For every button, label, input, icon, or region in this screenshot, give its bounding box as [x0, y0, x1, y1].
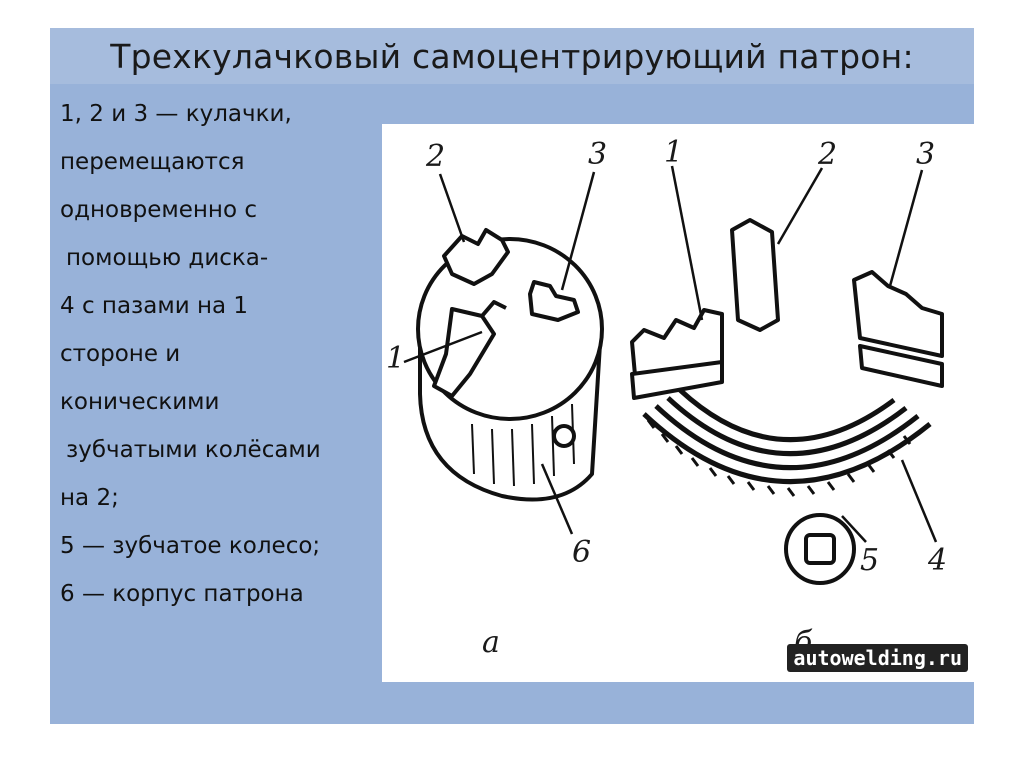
label-jaw3-right: 3	[916, 137, 935, 172]
text-line: помощью диска-	[66, 245, 269, 271]
label-gear: 5	[860, 543, 879, 578]
chuck-exploded-drawing	[630, 218, 944, 585]
slide-title: Трехкулачковый самоцентрирующий патрон:	[110, 36, 914, 76]
description-text: 1, 2 и 3 — кулачки, перемещаются одновре…	[60, 90, 390, 618]
label-jaw2-left: 2	[425, 139, 445, 174]
text-line: перемещаются	[60, 149, 245, 175]
text-line: стороне и	[60, 341, 181, 367]
chuck-illustration: 2 3 1 6 а 1 2 3 5 4 б autowelding.ru	[382, 124, 974, 682]
label-jaw1-left: 1	[386, 341, 405, 376]
text-line: 1, 2 и 3 — кулачки,	[60, 101, 292, 127]
chuck-assembled-drawing	[416, 228, 604, 502]
leader-lines	[403, 165, 938, 543]
label-jaw1-right: 1	[664, 135, 683, 170]
label-disk: 4	[927, 543, 947, 578]
label-jaw3-left: 3	[588, 137, 607, 172]
text-line: одновременно с	[60, 197, 257, 223]
watermark-logo: autowelding.ru	[787, 644, 968, 672]
content-area: 1, 2 и 3 — кулачки, перемещаются одновре…	[50, 84, 974, 724]
label-jaw2-right: 2	[817, 137, 837, 172]
caption-a: а	[482, 625, 500, 660]
text-line: зубчатыми колёсами	[66, 437, 321, 463]
text-line: 5 — зубчатое колесо;	[60, 533, 321, 559]
text-line: коническими	[60, 389, 220, 415]
title-band: Трехкулачковый самоцентрирующий патрон:	[50, 28, 974, 84]
text-line: 6 — корпус патрона	[60, 581, 304, 607]
text-line: на 2;	[60, 485, 119, 511]
text-line: 4 с пазами на 1	[60, 293, 249, 319]
label-body: 6	[572, 535, 591, 570]
